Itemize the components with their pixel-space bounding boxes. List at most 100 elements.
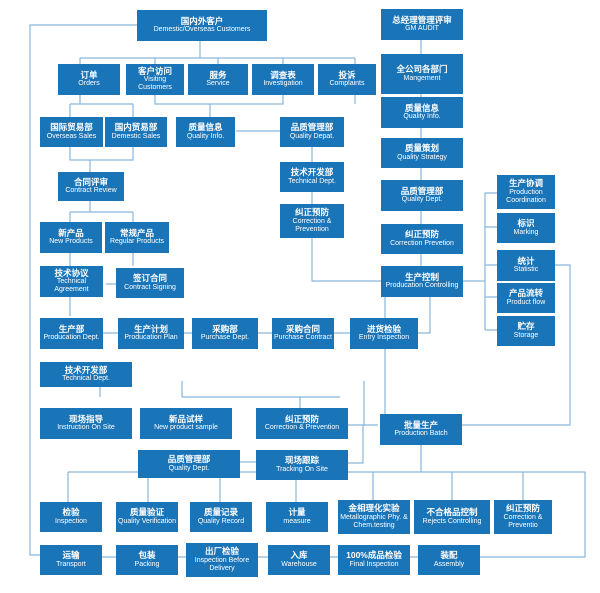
node-investigation: 调查表 Investigation xyxy=(252,64,314,95)
node-label-zh: 出厂检验 xyxy=(204,546,239,557)
node-tracking-on-site: 现场跟踪 Tracking On Site xyxy=(256,450,348,480)
node-label-zh: 装配 xyxy=(440,550,458,561)
node-label-zh: 服务 xyxy=(209,69,227,80)
node-label-zh: 不合格品控制 xyxy=(426,507,478,518)
node-instruction-on-site: 现场指导 Instruction On Site xyxy=(40,408,132,439)
node-quality-strategy: 质量策划 Quality Strategy xyxy=(381,138,463,168)
node-statistic: 统计 Statistic xyxy=(497,250,555,281)
node-label-zh: 统计 xyxy=(517,255,535,266)
node-label-zh: 常规产品 xyxy=(119,227,154,238)
node-quality-depat: 品质管理部 Quality Depat. xyxy=(280,117,344,147)
node-label-zh: 技术协议 xyxy=(54,267,89,278)
node-label-en: Inspection Before Delivery xyxy=(194,556,250,572)
node-label-en: Metallographic Phy. & Chem.testing xyxy=(340,513,408,529)
node-label-zh: 合同评审 xyxy=(73,176,108,187)
node-label-en: Purchase Dept. xyxy=(200,334,250,342)
node-label-en: Tracking On Site xyxy=(276,465,328,473)
node-label-zh: 生产计划 xyxy=(133,323,168,334)
node-label-zh: 包装 xyxy=(138,550,156,561)
node-label-zh: 批量生产 xyxy=(403,419,438,430)
node-domestic-sales: 国内贸易部 Demestic Sales xyxy=(105,117,167,147)
node-correction-prevention-1: 纠正预防 Correction & Prevention xyxy=(280,204,344,238)
node-label-en: Warehouse xyxy=(281,560,317,568)
node-label-zh: 质量信息 xyxy=(404,102,439,113)
node-label-en: Correction & Prevention xyxy=(292,217,332,233)
node-label-en: Quality Info. xyxy=(403,113,441,121)
node-quality-record: 质量记录 Quality Record xyxy=(190,502,252,532)
node-label-en: Assembly xyxy=(433,560,465,568)
node-label-zh: 全公司各部门 xyxy=(396,64,448,75)
node-inspection: 检验 Inspection xyxy=(40,502,102,532)
node-inspection-before-delivery: 出厂检验 Inspection Before Delivery xyxy=(186,543,258,577)
node-service: 服务 Service xyxy=(188,64,248,95)
node-label-zh: 质量记录 xyxy=(203,507,238,518)
node-new-products: 新产品 New Products xyxy=(40,222,102,253)
node-label-en: Statistic xyxy=(513,266,539,274)
node-label-en: Marking xyxy=(513,228,539,236)
node-label-en: Rejects Controlling xyxy=(422,517,482,525)
node-final-inspection: 100%成品检验 Final Inspection xyxy=(338,545,410,575)
node-label-en: Producation Dept. xyxy=(43,334,100,342)
node-label-en: Quality Dept. xyxy=(401,196,443,204)
node-label-en: Product flow xyxy=(506,298,546,306)
node-assembly: 装配 Assembly xyxy=(418,545,480,575)
node-label-en: Entry Inspection xyxy=(358,334,410,342)
node-quality-info-1: 质量信息 Quality Info. xyxy=(176,117,235,147)
node-label-zh: 签订合同 xyxy=(132,273,167,284)
node-label-en: Correction & Preventio xyxy=(503,513,543,529)
node-label-zh: 金相理化实验 xyxy=(348,503,400,514)
node-label-zh: 生产协调 xyxy=(508,178,543,189)
node-label-zh: 技术开发部 xyxy=(290,167,334,178)
node-gm-audit: 总经理管理评审 GM AUDIT xyxy=(381,9,463,40)
node-label-en: measure xyxy=(283,517,311,525)
node-label-en: Quality Record xyxy=(197,517,245,525)
connector xyxy=(29,24,138,556)
node-label-zh: 质量信息 xyxy=(188,122,223,133)
node-label-en: Regular Products xyxy=(109,238,165,246)
node-regular-products: 常规产品 Regular Products xyxy=(105,222,169,253)
node-label-zh: 纠正预防 xyxy=(294,207,329,218)
node-visiting-customers: 客户访问 Visiting Customers xyxy=(126,64,184,95)
node-technical-dept-2: 技术开发部 Technical Dept. xyxy=(40,362,132,387)
node-label-en: GM AUDIT xyxy=(405,25,439,33)
node-label-zh: 计量 xyxy=(288,507,306,518)
node-label-en: New Products xyxy=(49,238,93,246)
node-overseas-sales: 国际贸易部 Overseas Sales xyxy=(40,117,103,147)
node-label-zh: 质量验证 xyxy=(129,507,164,518)
node-production-plan: 生产计划 Producation Plan xyxy=(118,318,184,349)
node-mangement: 全公司各部门 Mangement xyxy=(381,54,463,94)
connector xyxy=(79,38,356,66)
node-label-en: Correction Prevetion xyxy=(390,239,454,247)
node-label-zh: 技术开发部 xyxy=(64,364,108,375)
node-measure: 计量 measure xyxy=(266,502,328,532)
node-label-en: Producation Plan xyxy=(124,334,178,342)
connector xyxy=(69,145,134,172)
node-technical-dept-1: 技术开发部 Technical Dept. xyxy=(280,162,344,192)
connector xyxy=(69,93,134,118)
node-label-en: Correction & Prevention xyxy=(264,424,340,432)
node-production-dept: 生产部 Producation Dept. xyxy=(40,318,103,349)
node-marking: 标识 Marking xyxy=(497,213,555,243)
node-production-coordination: 生产协调 Production Coordination xyxy=(497,175,555,209)
node-label-zh: 投诉 xyxy=(338,69,356,80)
node-label-zh: 现场指导 xyxy=(68,413,103,424)
node-label-en: Quality Info. xyxy=(186,132,225,140)
node-correction-prevention-2: 纠正预防 Correction Prevetion xyxy=(381,224,463,254)
node-label-zh: 国内贸易部 xyxy=(114,122,158,133)
node-label-en: Production Batch xyxy=(394,430,448,438)
node-label-en: Demestic/Overseas Customers xyxy=(153,26,251,34)
connector xyxy=(462,192,497,331)
node-label-zh: 新产品 xyxy=(58,227,84,238)
node-label-en: Transport xyxy=(56,560,86,568)
node-label-en: Quality Verification xyxy=(118,517,176,525)
node-producation-controlling: 生产控制 Producation Controlling xyxy=(381,266,463,297)
node-label-en: Technical Agreement xyxy=(54,278,89,294)
node-label-zh: 品质管理部 xyxy=(400,185,444,196)
node-label-en: Technical Dept. xyxy=(62,375,110,383)
node-label-en: Quality Dept. xyxy=(168,464,210,472)
node-packing: 包装 Packing xyxy=(116,545,178,575)
node-rejects-controlling: 不合格品控制 Rejects Controlling xyxy=(414,500,490,534)
node-technical-agreement: 技术协议 Technical Agreement xyxy=(40,266,103,297)
node-label-zh: 品质管理部 xyxy=(167,454,211,465)
node-label-zh: 入库 xyxy=(290,550,308,561)
